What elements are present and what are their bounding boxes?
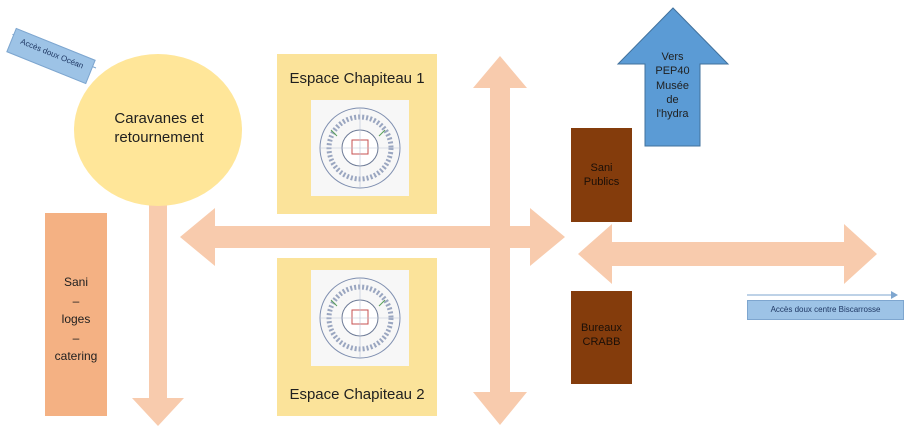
south-arrow-left xyxy=(132,190,184,426)
bureaux-crabb-label: Bureaux CRABB xyxy=(571,322,632,350)
bureaux-line: Bureaux xyxy=(581,322,622,334)
main-vertical-arrow xyxy=(473,56,527,425)
vers-line: Vers xyxy=(661,51,684,63)
sani-publics-line: Sani xyxy=(590,162,613,174)
vers-line: de xyxy=(666,93,679,106)
sani-loges-line: loges xyxy=(61,312,91,327)
sani-loges-line: Sani xyxy=(63,275,89,289)
sani-loges-line: – xyxy=(72,293,80,308)
sani-loges-line: – xyxy=(72,330,80,345)
vers-pep40-label: Vers PEP40 Musée de l'hydra xyxy=(645,50,700,121)
access-centre-label: Accès doux centre Biscarrosse xyxy=(770,305,881,314)
sani-publics-line: Publics xyxy=(583,175,620,188)
chapiteau-1-title: Espace Chapiteau 1 xyxy=(289,70,425,87)
sani-loges-block: Sani – loges – catering xyxy=(45,213,107,416)
caravanes-label: Caravanes et retournement xyxy=(114,110,204,146)
caravanes-circle xyxy=(74,54,242,206)
bureaux-line: CRABB xyxy=(582,335,621,348)
sani-publics-label: Sani Publics xyxy=(571,162,632,190)
vers-line: PEP40 xyxy=(655,65,690,78)
sani-loges-label: Sani – loges – catering xyxy=(45,273,107,366)
access-centre-tag: Accès doux centre Biscarrosse xyxy=(747,300,904,320)
chapiteau-2-title: Espace Chapiteau 2 xyxy=(289,386,425,403)
east-horizontal-arrow xyxy=(578,224,877,284)
vers-line: Musée xyxy=(655,79,690,92)
main-horizontal-arrow xyxy=(180,208,565,266)
sani-publics-block: Sani Publics xyxy=(571,128,632,222)
blue-north-arrow xyxy=(616,7,730,147)
centre-direction-arrowhead xyxy=(891,291,898,299)
vers-line: l'hydra xyxy=(656,108,689,121)
circus-floorplan-icon xyxy=(311,100,409,196)
sani-loges-line: catering xyxy=(54,349,98,364)
bureaux-crabb-block: Bureaux CRABB xyxy=(571,291,632,384)
espace-chapiteau-2: Espace Chapiteau 2 xyxy=(277,258,437,416)
espace-chapiteau-1: Espace Chapiteau 1 xyxy=(277,54,437,214)
circus-floorplan-icon xyxy=(311,270,409,366)
